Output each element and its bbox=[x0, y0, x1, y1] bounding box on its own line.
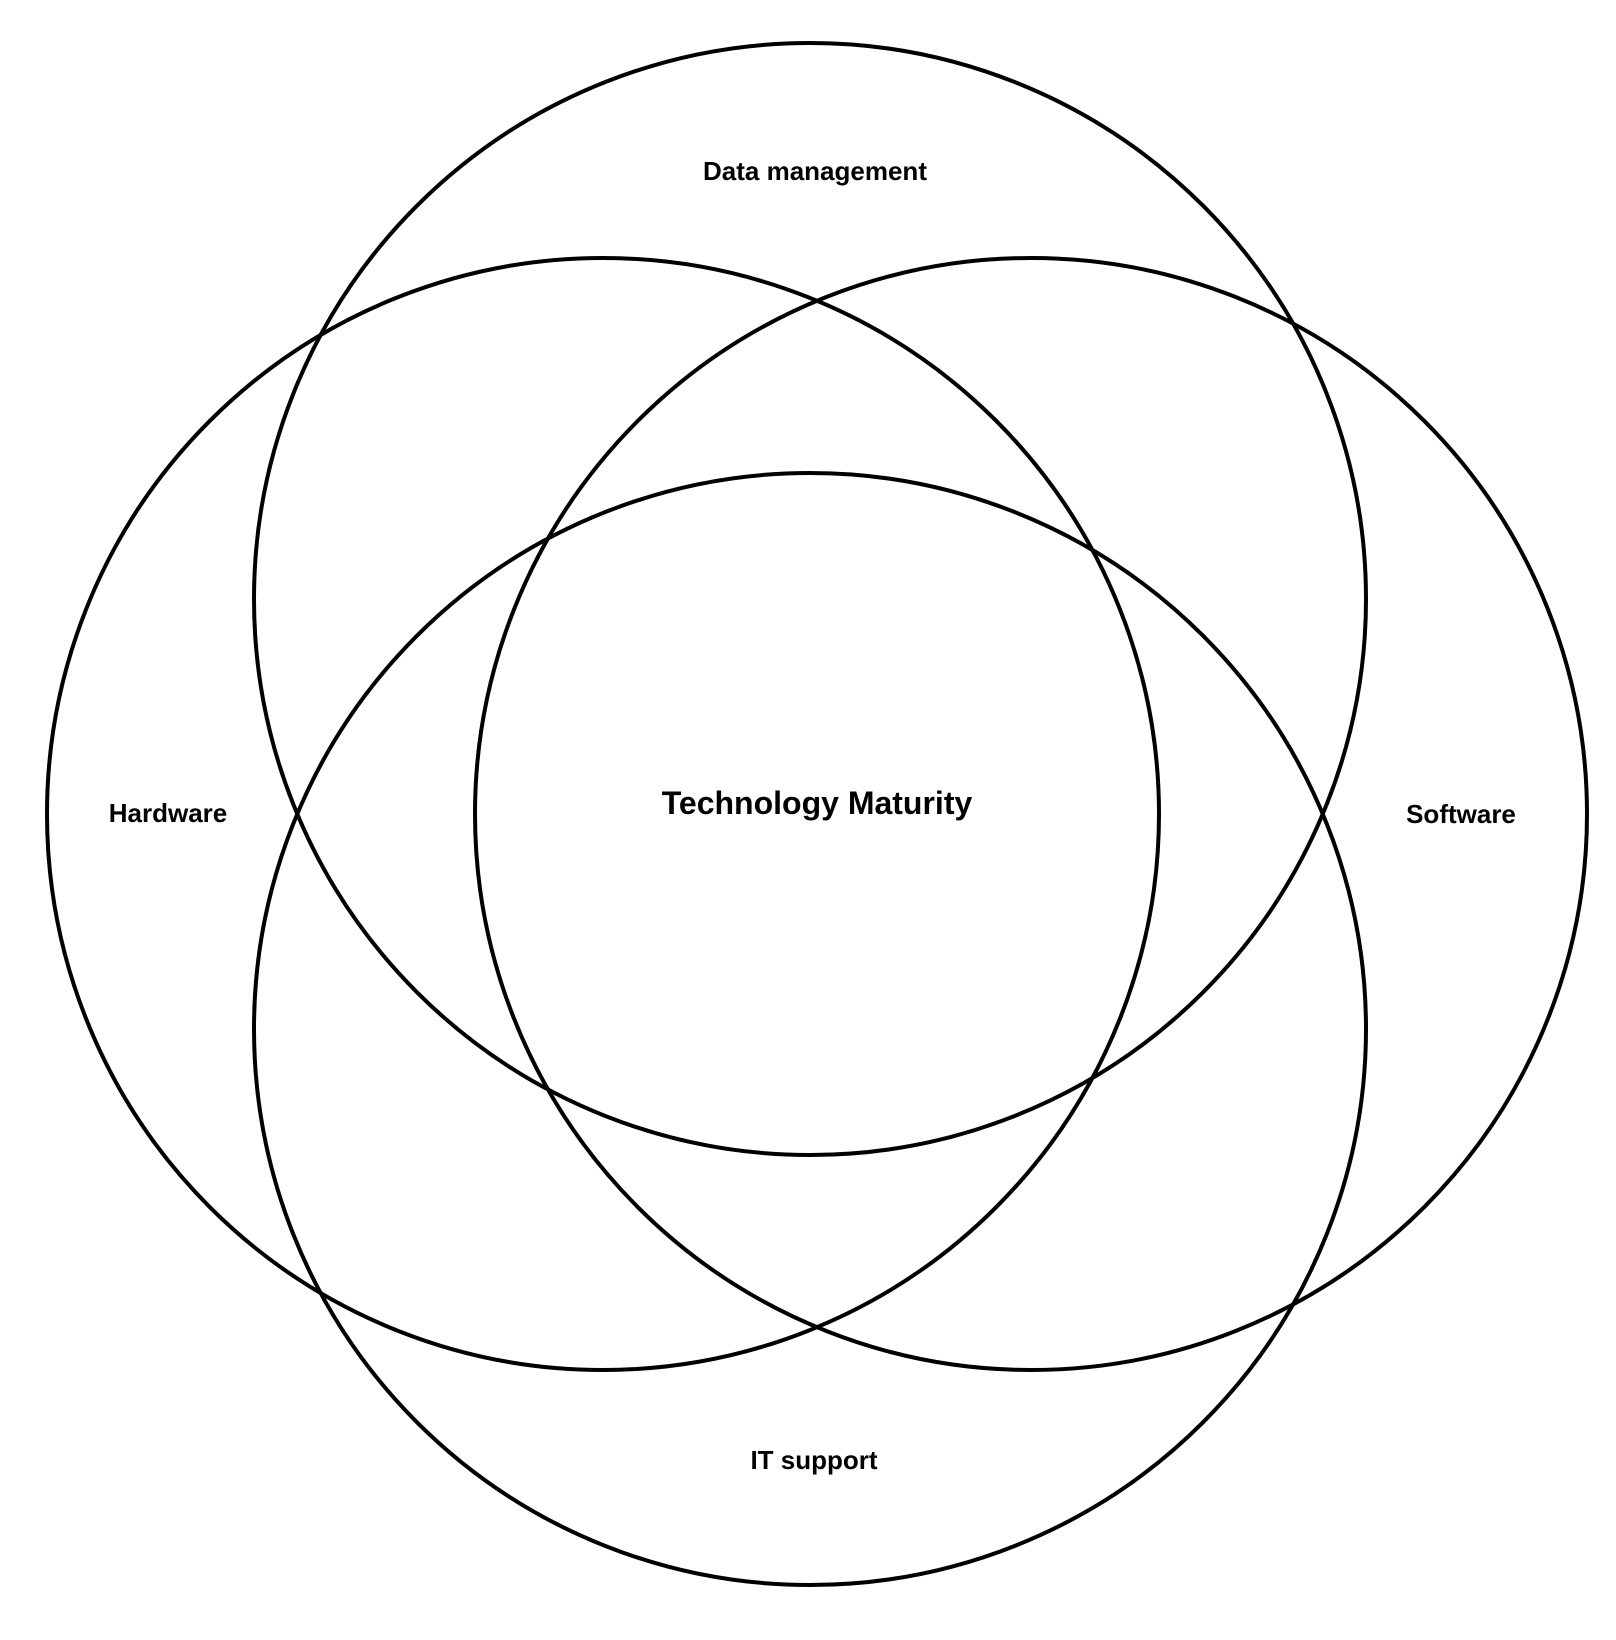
circles-layer bbox=[45, 41, 1589, 1587]
label-technology-maturity: Technology Maturity bbox=[662, 785, 973, 821]
label-it-support: IT support bbox=[750, 1445, 877, 1475]
circle-hardware bbox=[45, 256, 1161, 1372]
labels-layer: Data management Software IT support Hard… bbox=[109, 156, 1516, 1475]
circle-it-support bbox=[252, 471, 1368, 1587]
label-software: Software bbox=[1406, 799, 1516, 829]
circle-data-management bbox=[252, 41, 1368, 1157]
circle-software bbox=[473, 256, 1589, 1372]
label-hardware: Hardware bbox=[109, 798, 228, 828]
label-data-management: Data management bbox=[703, 156, 927, 186]
